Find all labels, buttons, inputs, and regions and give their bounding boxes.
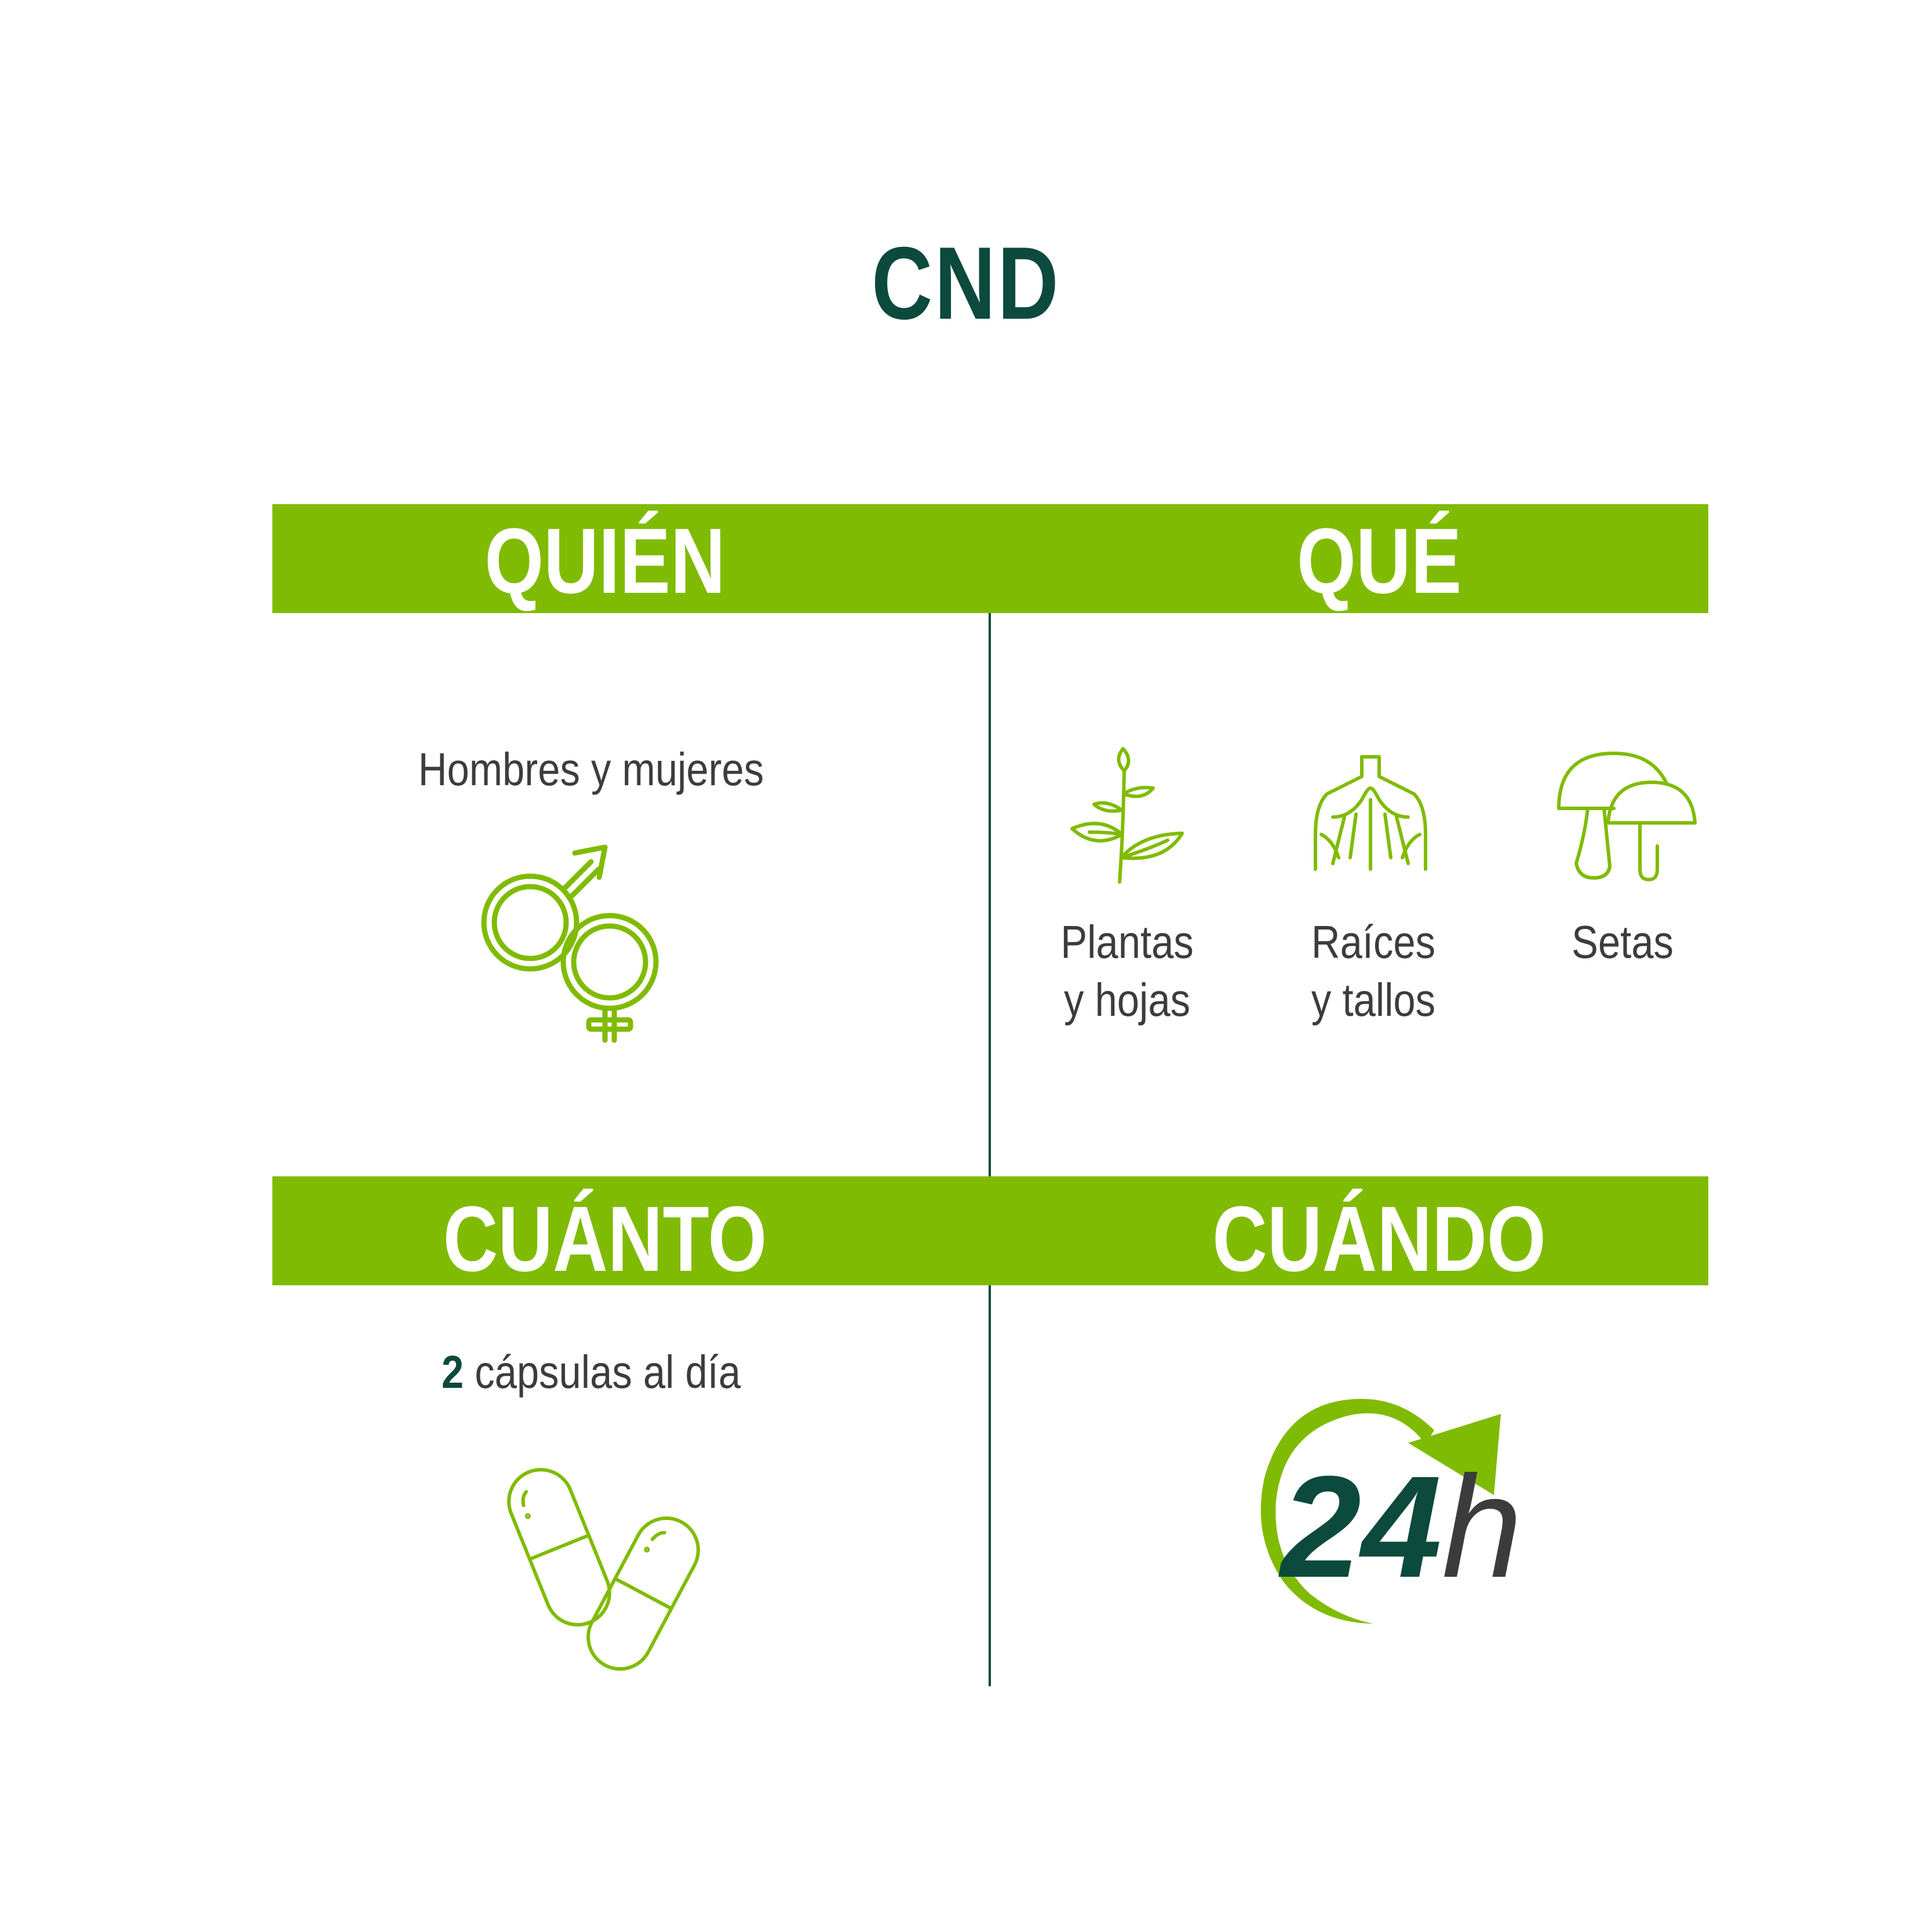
que-item-plants-line2: y hojas	[1063, 974, 1190, 1026]
capsule-text: cápsulas al día	[464, 1346, 741, 1398]
heading-cuando: CUÁNDO	[1212, 1187, 1546, 1291]
24h-label: 24h	[1281, 1455, 1522, 1599]
que-item-mushrooms-line1: Setas	[1572, 916, 1674, 968]
que-item-plants-line1: Plantas	[1060, 916, 1194, 968]
bottom-header-bar	[272, 1176, 1708, 1285]
divider-bottom	[989, 1285, 991, 1686]
divider-top	[989, 613, 991, 1176]
hours-number: 24	[1281, 1446, 1442, 1607]
heading-quien: QUIÉN	[484, 509, 726, 613]
hours-unit: h	[1442, 1446, 1523, 1607]
capsules-icon	[507, 1468, 700, 1671]
page-title: CND	[871, 225, 1061, 341]
roots-icon	[1314, 755, 1427, 871]
24h-clock-arrow-icon	[1260, 1399, 1501, 1624]
capsule-count: 2	[441, 1346, 464, 1398]
quien-text: Hombres y mujeres	[418, 743, 764, 795]
gender-symbols-icon	[481, 844, 659, 1043]
cuanto-text: 2 cápsulas al día	[292, 1343, 890, 1401]
mushroom-icon	[1557, 752, 1697, 881]
que-item-roots-line2: y tallos	[1311, 974, 1436, 1026]
heading-cuanto: CUÁNTO	[443, 1187, 767, 1291]
plant-leaves-icon	[1070, 747, 1184, 884]
heading-que: QUÉ	[1296, 509, 1462, 613]
que-item-roots-line1: Raíces	[1311, 916, 1436, 968]
top-header-bar	[272, 504, 1708, 613]
